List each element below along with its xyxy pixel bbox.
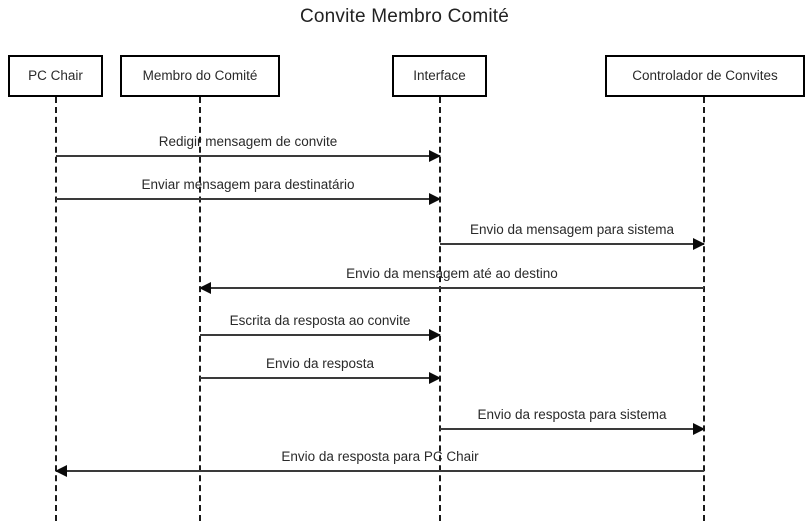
participant-label-controlador: Controlador de Convites (632, 68, 778, 83)
diagram-title: Convite Membro Comité (299, 6, 510, 27)
arrowhead-icon-8 (55, 465, 67, 477)
participant-box-interface[interactable]: Interface (392, 55, 487, 97)
arrowhead-icon-2 (429, 193, 441, 205)
participant-box-controlador[interactable]: Controlador de Convites (605, 55, 805, 97)
message-line-4 (200, 287, 704, 289)
lifeline-membro (199, 97, 201, 521)
arrowhead-icon-3 (693, 238, 705, 250)
message-line-6 (200, 377, 440, 379)
message-line-2 (56, 198, 440, 200)
message-label-4: Envio da mensagem até ao destino (346, 266, 558, 281)
arrowhead-icon-7 (693, 423, 705, 435)
lifeline-pc-chair (55, 97, 57, 521)
message-line-1 (56, 155, 440, 157)
message-label-2: Enviar mensagem para destinatário (141, 177, 355, 192)
message-line-8 (56, 470, 704, 472)
participant-box-membro[interactable]: Membro do Comité (120, 55, 280, 97)
arrowhead-icon-5 (429, 329, 441, 341)
participant-label-membro: Membro do Comité (142, 68, 258, 83)
message-label-7: Envio da resposta para sistema (477, 407, 667, 422)
arrowhead-icon-1 (429, 150, 441, 162)
lifeline-interface (439, 97, 441, 521)
message-line-5 (200, 334, 440, 336)
message-label-8: Envio da resposta para PC Chair (281, 449, 479, 464)
message-line-7 (440, 428, 704, 430)
message-label-3: Envio da mensagem para sistema (469, 222, 675, 237)
message-line-3 (440, 243, 704, 245)
arrowhead-icon-4 (199, 282, 211, 294)
lifeline-controlador (703, 97, 705, 521)
message-label-5: Escrita da resposta ao convite (229, 313, 411, 328)
message-label-1: Redigir mensagem de convite (158, 134, 338, 149)
arrowhead-icon-6 (429, 372, 441, 384)
participant-label-interface: Interface (413, 68, 466, 83)
message-label-6: Envio da resposta (265, 356, 375, 371)
participant-box-pc-chair[interactable]: PC Chair (8, 55, 103, 97)
participant-label-pc-chair: PC Chair (28, 68, 83, 83)
